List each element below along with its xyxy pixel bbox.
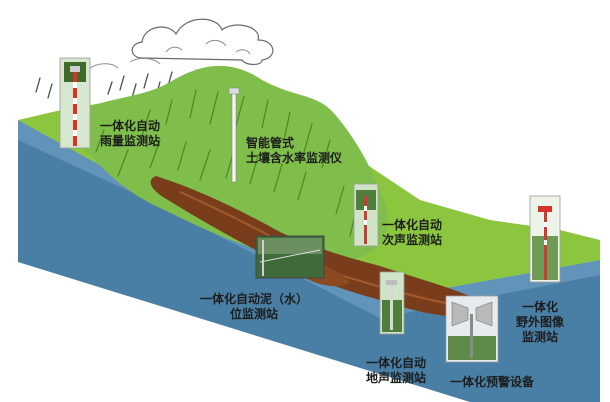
rain-gauge-station-photo	[59, 57, 91, 149]
mud-level-label: 一体化自动泥（水） 位监测站	[200, 292, 308, 322]
field-image-station-photo	[529, 195, 561, 283]
warning-device-label: 一体化预警设备	[450, 375, 534, 390]
channel-camera-photo	[255, 235, 325, 279]
soil-moisture-label: 智能管式 土壤含水率监测仪	[246, 136, 342, 166]
field-image-label-line1: 一体化	[522, 300, 559, 314]
warning-device-photo	[445, 295, 499, 363]
ground-sound-station-photo	[379, 271, 405, 335]
ground-sound-label: 一体化自动 地声监测站	[366, 356, 426, 386]
soil-moisture-probe	[228, 87, 240, 183]
ground-sound-label-line2: 地声监测站	[366, 371, 427, 385]
infrasound-label: 一体化自动 次声监测站	[382, 218, 442, 248]
mud-level-label-line1: 一体化自动泥（水）	[200, 292, 309, 306]
field-image-label: 一体化 野外图像 监测站	[516, 300, 564, 345]
infrasound-label-line1: 一体化自动	[382, 218, 443, 232]
rain-gauge-label-line1: 一体化自动	[100, 119, 161, 133]
soil-moisture-label-line1: 智能管式	[246, 136, 295, 150]
infrasound-station-photo	[353, 183, 379, 247]
soil-moisture-label-line2: 土壤含水率监测仪	[246, 151, 343, 165]
mountain	[60, 65, 388, 262]
field-image-label-line2: 野外图像	[516, 315, 565, 329]
rain-gauge-label-line2: 雨量监测站	[100, 134, 161, 148]
ground-sound-label-line1: 一体化自动	[366, 356, 427, 370]
rain-gauge-label: 一体化自动 雨量监测站	[100, 119, 160, 149]
infrasound-label-line2: 次声监测站	[382, 233, 443, 247]
cloud	[87, 18, 274, 71]
warning-device-label-line1: 一体化预警设备	[450, 375, 535, 389]
mud-level-label-line2: 位监测站	[230, 307, 279, 321]
field-image-label-line3: 监测站	[522, 330, 559, 344]
